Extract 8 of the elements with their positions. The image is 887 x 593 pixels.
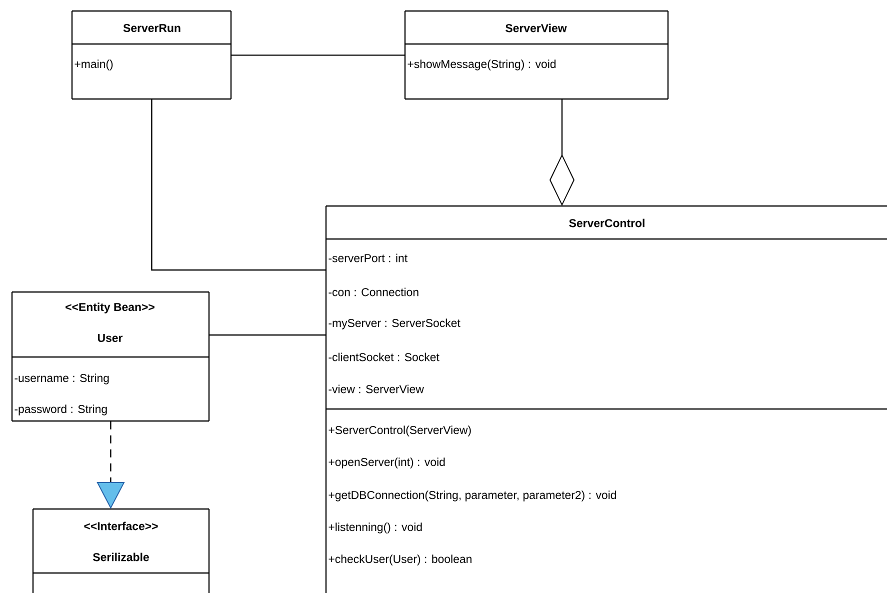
class-box: <<Interface>> Serilizable <box>32 508 210 593</box>
class-box: ServerView +showMessage(String) : void <box>404 10 669 100</box>
class-box: ServerRun +main() <box>71 10 232 100</box>
class-box: ServerControl -serverPort : int -con : Connection -myServer : ServerSocket -clientSocket : Socket -view : ServerView +ServerControl(ServerView) +openServer(int) : void +getDBConnection(String, parameter, parameter2) : void +listenning() : void +checkUser(User) : boolean <box>325 205 887 593</box>
association-line <box>209 334 326 336</box>
association-line <box>231 54 405 56</box>
class-box: <<Entity Bean>> User -username : String -password : String <box>11 291 210 422</box>
association-line <box>151 99 326 271</box>
